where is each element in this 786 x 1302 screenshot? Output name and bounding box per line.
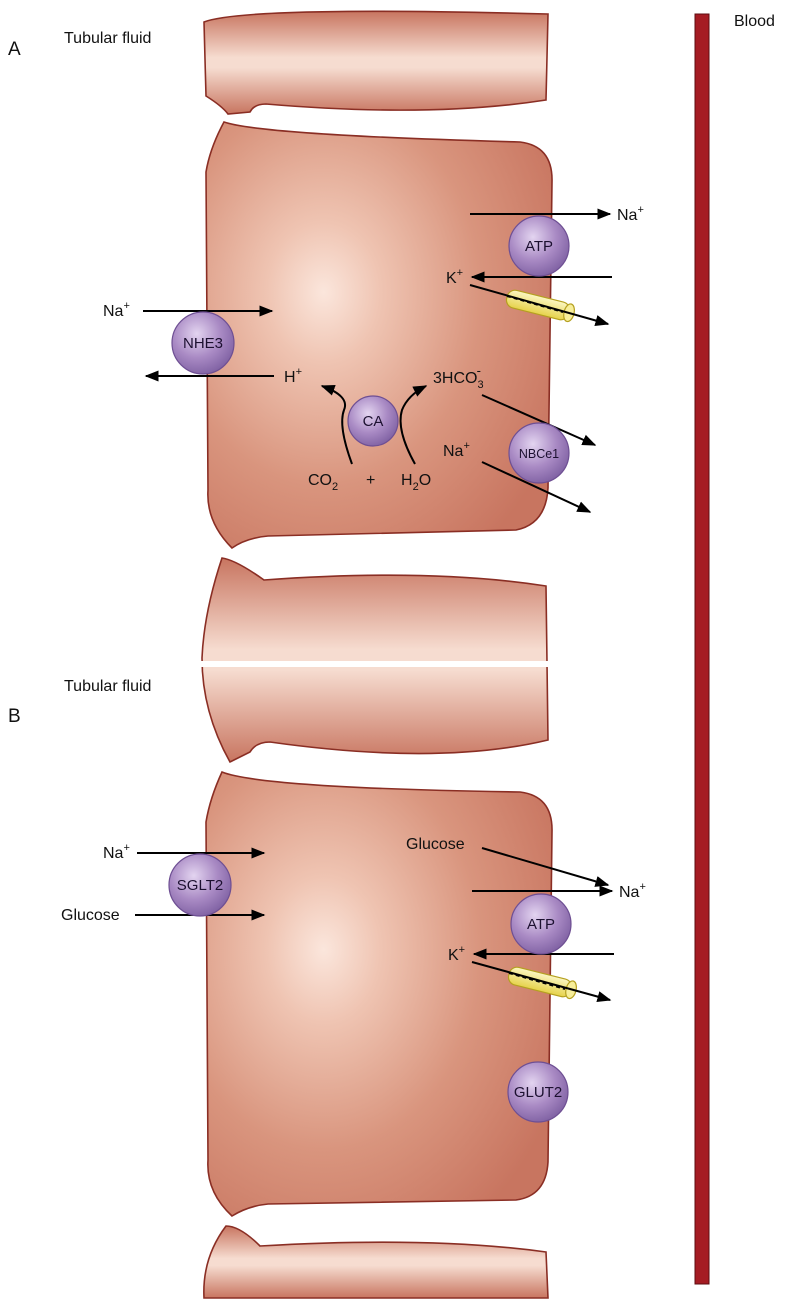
label-glucose-basal: Glucose: [406, 836, 465, 853]
svg-text:NHE3: NHE3: [183, 335, 223, 352]
svg-text:SGLT2: SGLT2: [177, 877, 223, 894]
label-plus: +: [366, 472, 375, 489]
label-glucose-apical: Glucose: [61, 907, 120, 924]
cell-top-partial: [204, 11, 548, 114]
sglt2-transporter: SGLT2: [169, 854, 231, 916]
svg-text:GLUT2: GLUT2: [514, 1084, 562, 1101]
blood-vessel: [695, 14, 709, 1284]
svg-text:CA: CA: [363, 413, 384, 430]
nhe3-transporter: NHE3: [172, 312, 234, 374]
cell-middle-band: [200, 558, 552, 762]
carbonic-anhydrase: CA: [348, 396, 398, 446]
svg-text:ATP: ATP: [525, 238, 553, 255]
svg-text:ATP: ATP: [527, 916, 555, 933]
atp-pump-b: ATP: [511, 894, 571, 954]
glut2-transporter: GLUT2: [508, 1062, 568, 1122]
label-na-nhe3: Na+: [103, 300, 130, 320]
atp-pump-a: ATP: [509, 216, 569, 276]
label-na-sglt2: Na+: [103, 842, 130, 862]
blood-label: Blood: [734, 13, 775, 30]
panel-label-b: B: [8, 706, 21, 727]
tubular-fluid-label-a: Tubular fluid: [64, 30, 151, 47]
svg-text:NBCe1: NBCe1: [519, 447, 559, 461]
cell-a: [206, 122, 552, 548]
label-na-atp-b: Na+: [619, 881, 646, 901]
cell-b: [206, 772, 552, 1216]
tubular-fluid-label-b: Tubular fluid: [64, 678, 151, 695]
cell-bottom-partial: [204, 1226, 548, 1298]
nbce1-transporter: NBCe1: [509, 423, 569, 483]
panel-label-a: A: [8, 39, 21, 60]
label-na-atp-a: Na+: [617, 204, 644, 224]
